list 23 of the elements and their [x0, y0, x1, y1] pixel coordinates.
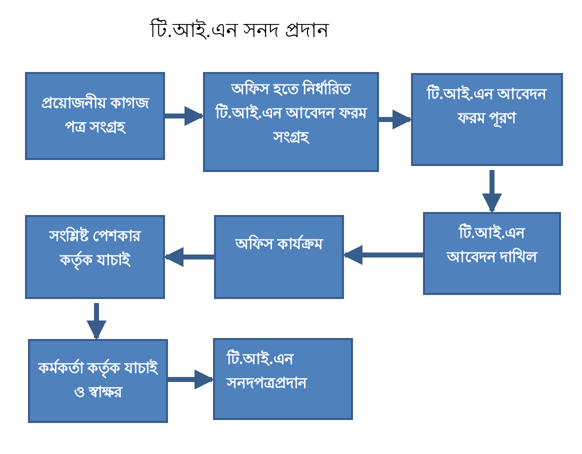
process-box [213, 338, 353, 420]
box-label: টি.আই.এন আবেদন ফরম পূরণ [426, 83, 548, 130]
box-label: অফিস হতে নির্ধারিত টি.আই.এন আবেদন ফরম সংগ্রহ [214, 78, 368, 148]
box-label: টি.আই.এন আবেদন দাখিল [446, 222, 539, 268]
box-label: প্রয়োজনীয় কাগজ পত্র সংগ্রহ [40, 92, 150, 138]
box-label: টি.আই.এন সনদপত্রপ্রদান [227, 348, 308, 394]
arrow [164, 247, 214, 267]
process-box [411, 73, 563, 166]
process-box [25, 215, 165, 299]
box-label: সংশ্লিষ্ট পেশকার কর্তৃক যাচাই [48, 226, 142, 272]
process-box [28, 339, 168, 423]
box-label: অফিস কার্যক্রম [234, 234, 324, 255]
process-box [203, 72, 379, 172]
box-label: কর্মকর্তা কর্তৃক যাচাই ও স্বাক্ষর [38, 358, 158, 403]
process-box [25, 72, 165, 160]
diagram-title: টি.আই.এন সনদ প্রদান [150, 16, 330, 46]
arrow [342, 245, 423, 265]
process-box [423, 212, 561, 295]
arrow [482, 170, 502, 214]
process-box [214, 215, 344, 299]
arrow [379, 110, 412, 130]
arrow [165, 106, 204, 126]
arrow [86, 303, 106, 340]
